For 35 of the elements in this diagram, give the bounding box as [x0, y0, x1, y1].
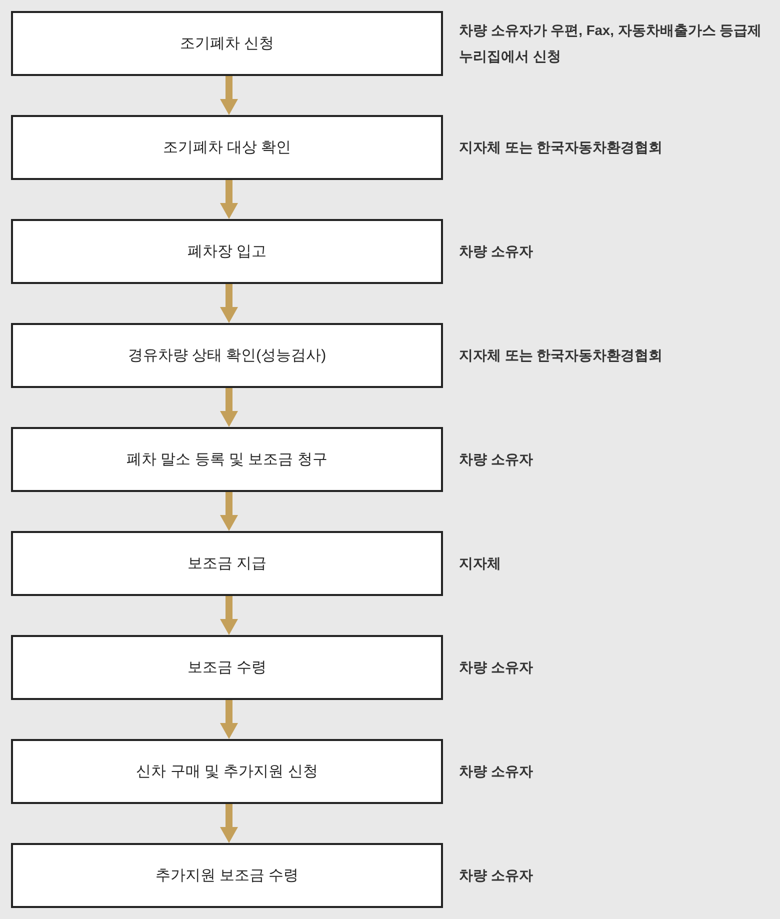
note-text: 차량 소유자: [459, 450, 533, 468]
process-box: [11, 323, 443, 388]
note-text: 지자체: [459, 554, 501, 572]
process-box: [11, 531, 443, 596]
arrow: [220, 804, 238, 843]
arrow: [220, 284, 238, 323]
arrow: [220, 76, 238, 115]
note-text: 차량 소유자: [459, 242, 533, 260]
step-label: 보조금 지급: [187, 554, 267, 573]
arrow: [220, 492, 238, 531]
step-label: 폐차 말소 등록 및 보조금 청구: [126, 450, 328, 469]
process-box: [11, 635, 443, 700]
process-box: [11, 115, 443, 180]
process-box: [11, 219, 443, 284]
step-label: 추가지원 보조금 수령: [155, 866, 299, 885]
step-label: 보조금 수령: [187, 658, 267, 677]
note-text: 차량 소유자가 우편, Fax, 자동차배출가스 등급제 누리집에서 신청: [459, 22, 763, 66]
step-label: 조기폐차 대상 확인: [162, 138, 292, 157]
process-box: [11, 427, 443, 492]
note-text: 차량 소유자: [459, 866, 533, 884]
step-label: 조기폐차 신청: [180, 34, 274, 53]
step-label: 폐차장 입고: [187, 242, 267, 261]
note-text: 차량 소유자: [459, 658, 533, 676]
arrow: [220, 388, 238, 427]
process-box: [11, 11, 443, 76]
process-box: [11, 739, 443, 804]
process-box: [11, 843, 443, 908]
note-text: 차량 소유자: [459, 762, 533, 780]
step-label: 신차 구매 및 추가지원 신청: [136, 762, 318, 781]
note-text: 지자체 또는 한국자동차환경협회: [459, 138, 663, 156]
arrow: [220, 180, 238, 219]
arrow: [220, 700, 238, 739]
arrow: [220, 596, 238, 635]
note-text: 지자체 또는 한국자동차환경협회: [459, 346, 663, 364]
step-label: 경유차량 상태 확인(성능검사): [128, 346, 326, 365]
